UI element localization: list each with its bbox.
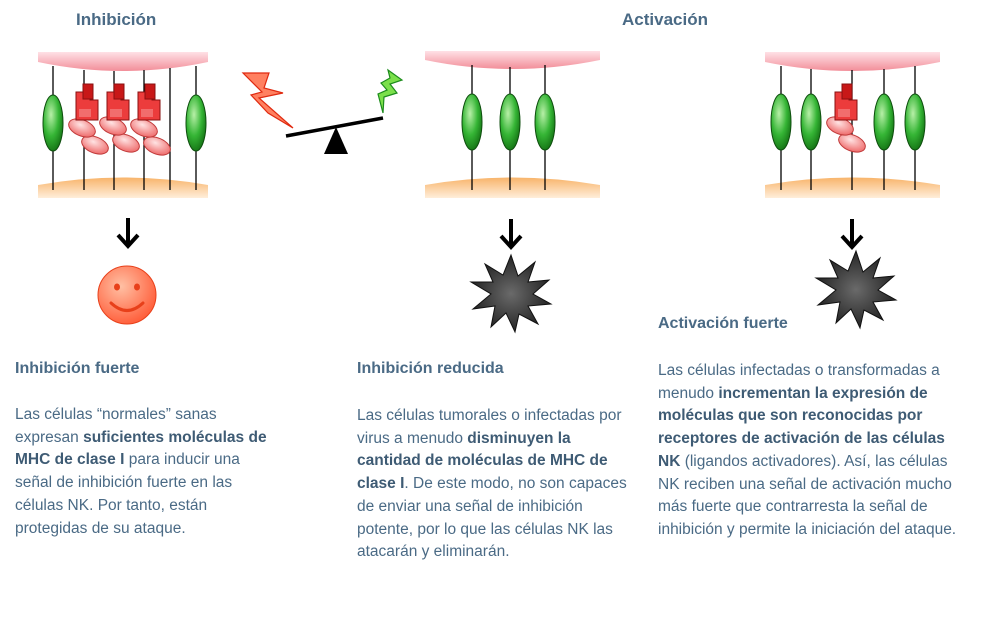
panel-2-title: Inhibición reducida (357, 360, 504, 378)
green-lightning-icon (378, 70, 402, 113)
smiley-face-icon (98, 266, 156, 324)
down-arrow-icon (842, 219, 862, 247)
panel-1-text: Las células “normales” sanas expresan su… (15, 404, 277, 540)
panel-3-text: Las células infectadas o transformadas a… (658, 360, 958, 542)
nk-cell-membrane (765, 52, 940, 71)
nk-cell-membrane (425, 51, 600, 69)
nk-cell-membrane (38, 52, 208, 71)
seesaw-balance-icon (286, 118, 383, 154)
explosion-icon (816, 251, 896, 328)
header-inhibicion: Inhibición (76, 10, 156, 30)
down-arrow-icon (118, 218, 138, 246)
panel-1-illustration (38, 52, 208, 198)
panel-3-illustration (765, 52, 940, 198)
panel-3-title: Activación fuerte (658, 315, 788, 333)
red-lightning-icon (243, 73, 293, 128)
target-cell-membrane (38, 178, 208, 199)
panel-2-text: Las células tumorales o infectadas por v… (357, 405, 635, 564)
target-cell-membrane (425, 178, 600, 199)
down-arrow-icon (501, 219, 521, 247)
header-activacion: Activación (622, 10, 708, 30)
explosion-icon (471, 255, 551, 332)
panel-1-title: Inhibición fuerte (15, 360, 139, 378)
panel-2-illustration (425, 51, 600, 198)
